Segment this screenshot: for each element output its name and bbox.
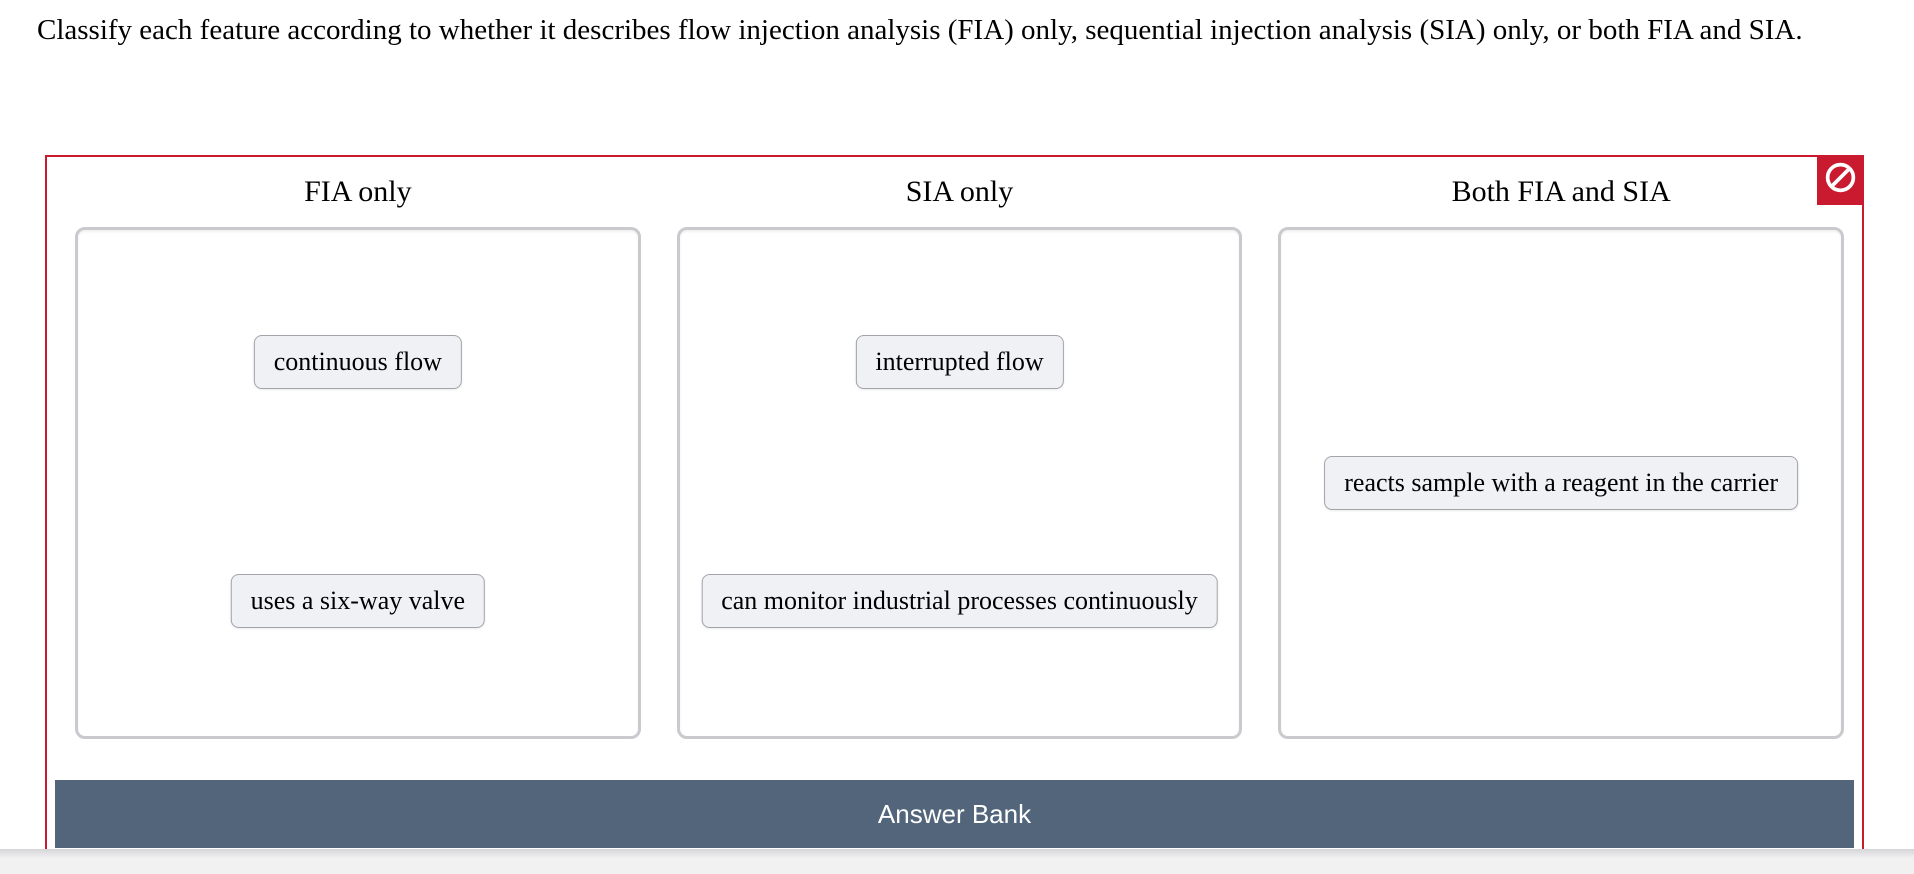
column-header-sia-only: SIA only [905,175,1014,208]
category-columns: FIA only continuous flow uses a six-way … [47,157,1862,739]
answer-bank-label: Answer Bank [877,798,1032,829]
answer-bank-header: Answer Bank [55,780,1854,848]
answer-chip[interactable]: continuous flow [253,335,462,389]
column-header-fia-only: FIA only [304,175,412,208]
classification-board: FIA only continuous flow uses a six-way … [45,155,1864,850]
incorrect-status-badge [1817,155,1864,205]
dropzone-fia-only[interactable]: continuous flow uses a six-way valve [75,227,641,739]
dropzone-sia-only[interactable]: interrupted flow can monitor industrial … [676,227,1243,739]
answer-chip[interactable]: interrupted flow [855,335,1064,389]
question-text: Classify each feature according to wheth… [37,14,1803,46]
no-symbol-icon [1823,160,1858,200]
page-bottom-strip [0,849,1914,874]
column-sia-only: SIA only interrupted flow can monitor in… [676,157,1243,739]
column-fia-only: FIA only continuous flow uses a six-way … [75,157,641,739]
column-header-both-fia-and-sia: Both FIA and SIA [1451,175,1671,208]
dropzone-both-fia-and-sia[interactable]: reacts sample with a reagent in the carr… [1278,227,1845,739]
answer-chip[interactable]: uses a six-way valve [230,574,486,628]
column-both-fia-and-sia: Both FIA and SIA reacts sample with a re… [1278,157,1845,739]
answer-chip[interactable]: can monitor industrial processes continu… [701,574,1218,628]
answer-chip[interactable]: reacts sample with a reagent in the carr… [1324,456,1799,510]
